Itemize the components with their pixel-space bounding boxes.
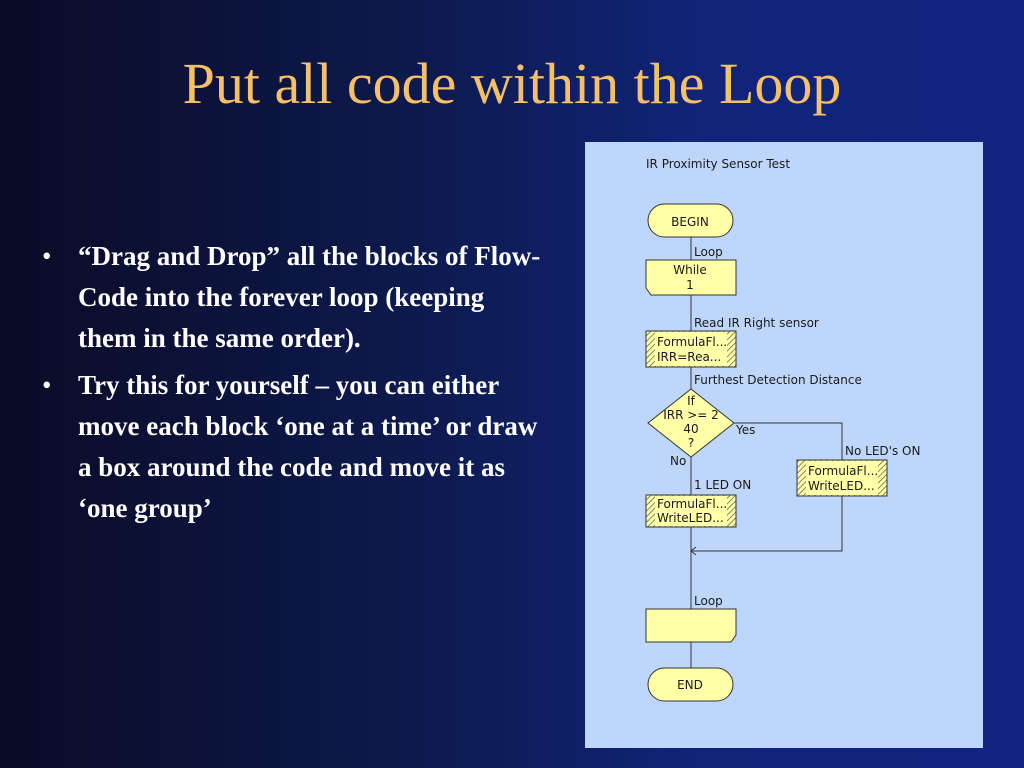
end-label: END: [677, 678, 703, 692]
loop-end-block[interactable]: [645, 608, 737, 643]
while-loop-block[interactable]: [645, 259, 737, 296]
one-led-line1: FormulaFl...: [657, 497, 727, 511]
bullet-item: • “Drag and Drop” all the blocks of Flow…: [42, 236, 542, 359]
begin-label: BEGIN: [671, 215, 709, 229]
no-leds-line1: FormulaFl...: [808, 464, 878, 478]
read-sensor-label: Read IR Right sensor: [694, 316, 819, 330]
end-terminator[interactable]: [647, 667, 734, 702]
read-sensor-block-inner: [655, 332, 727, 366]
one-led-block-inner: [655, 496, 727, 526]
decision-line2: IRR >= 2: [663, 408, 719, 422]
read-sensor-line1: FormulaFl...: [657, 335, 727, 349]
yes-label: Yes: [735, 423, 755, 437]
one-led-line2: WriteLED...: [657, 511, 724, 525]
flowchart-diagram: IR Proximity Sensor Test BEGIN Loop Whil…: [645, 157, 920, 702]
no-leds-line2: WriteLED...: [808, 479, 875, 493]
decision-line4: ?: [688, 436, 694, 450]
bullet-glyph: •: [42, 370, 52, 400]
decision-line3: 40: [683, 422, 698, 436]
loop-bottom-label: Loop: [694, 594, 723, 608]
flowchart-title: IR Proximity Sensor Test: [646, 157, 790, 171]
no-leds-block-inner: [806, 461, 878, 495]
slide-title: Put all code within the Loop: [182, 51, 842, 116]
decision-line1: If: [687, 394, 696, 408]
read-sensor-line2: IRR=Rea...: [657, 350, 721, 364]
while-line2: 1: [686, 278, 694, 292]
decision-label: Furthest Detection Distance: [694, 373, 862, 387]
no-leds-label: No LED's ON: [845, 444, 920, 458]
begin-terminator[interactable]: [647, 203, 734, 238]
bullet-glyph: •: [42, 241, 52, 271]
decision-diamond[interactable]: [647, 388, 735, 458]
bullet-item: • Try this for yourself – you can either…: [42, 365, 542, 529]
no-label: No: [670, 454, 686, 468]
loop-top-label: Loop: [694, 245, 723, 259]
while-line1: While: [673, 263, 707, 277]
one-led-label: 1 LED ON: [694, 478, 751, 492]
bullet-list: • “Drag and Drop” all the blocks of Flow…: [42, 236, 542, 535]
bullet-text: Try this for yourself – you can either m…: [78, 370, 538, 523]
bullet-text: “Drag and Drop” all the blocks of Flow-C…: [78, 241, 541, 353]
flowchart-panel: IR Proximity Sensor Test BEGIN Loop Whil…: [585, 142, 983, 748]
connector-lines: [690, 237, 843, 668]
